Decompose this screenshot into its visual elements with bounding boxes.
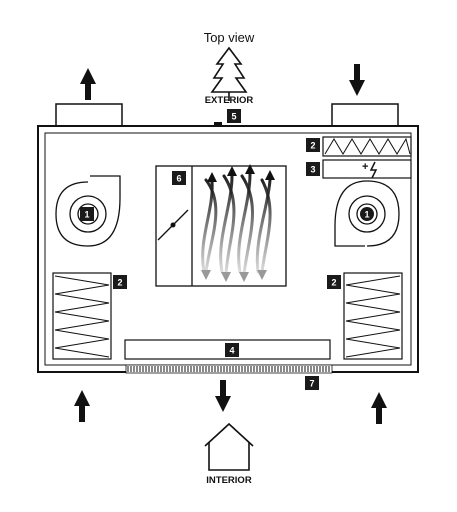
svg-text:1: 1 bbox=[84, 210, 89, 220]
badge-filter-top: 2 bbox=[306, 138, 320, 152]
svg-text:5: 5 bbox=[231, 112, 236, 122]
svg-text:2: 2 bbox=[117, 278, 122, 288]
arrow-down-icon bbox=[215, 380, 231, 412]
svg-text:7: 7 bbox=[309, 379, 314, 389]
filter-top bbox=[322, 136, 412, 157]
svg-text:2: 2 bbox=[331, 278, 336, 288]
filter-left bbox=[52, 272, 112, 360]
damper-pivot bbox=[170, 222, 176, 228]
airflow-arrowheads bbox=[201, 164, 275, 282]
exhaust-duct bbox=[55, 103, 123, 127]
fan-right bbox=[334, 180, 400, 247]
arrow-up-icon bbox=[74, 390, 90, 422]
badge-fan-right: 1 bbox=[360, 207, 374, 221]
arrow-down-icon bbox=[349, 64, 365, 96]
fan-left bbox=[55, 175, 121, 247]
badge-sensor: 5 bbox=[227, 109, 241, 123]
filter-right bbox=[343, 272, 403, 360]
arrow-up-icon bbox=[80, 68, 96, 100]
svg-text:3: 3 bbox=[310, 165, 315, 175]
badge-filter-right: 2 bbox=[327, 275, 341, 289]
arrow-up-icon bbox=[371, 392, 387, 424]
lightning-icon bbox=[369, 161, 378, 179]
svg-text:4: 4 bbox=[229, 346, 234, 356]
grille bbox=[125, 364, 333, 374]
svg-text:+: + bbox=[362, 161, 368, 173]
heater-element: + bbox=[322, 159, 412, 179]
svg-text:6: 6 bbox=[176, 174, 181, 184]
badge-filter-left: 2 bbox=[113, 275, 127, 289]
exterior-label: EXTERIOR bbox=[205, 95, 254, 106]
badge-grille: 7 bbox=[305, 376, 319, 390]
badge-strip: 4 bbox=[225, 343, 239, 357]
svg-text:2: 2 bbox=[310, 141, 315, 151]
badge-bypass: 6 bbox=[172, 171, 186, 185]
intake-duct bbox=[331, 103, 399, 127]
diagram-title: Top view bbox=[204, 30, 255, 45]
interior-label: INTERIOR bbox=[206, 475, 252, 486]
house-icon bbox=[204, 422, 254, 471]
tree-icon bbox=[210, 46, 248, 101]
airflow-crossing bbox=[201, 172, 272, 276]
sensor-mark bbox=[214, 122, 222, 126]
badge-heater: 3 bbox=[306, 162, 320, 176]
badge-fan-left: 1 bbox=[80, 207, 94, 221]
svg-text:1: 1 bbox=[364, 210, 369, 220]
